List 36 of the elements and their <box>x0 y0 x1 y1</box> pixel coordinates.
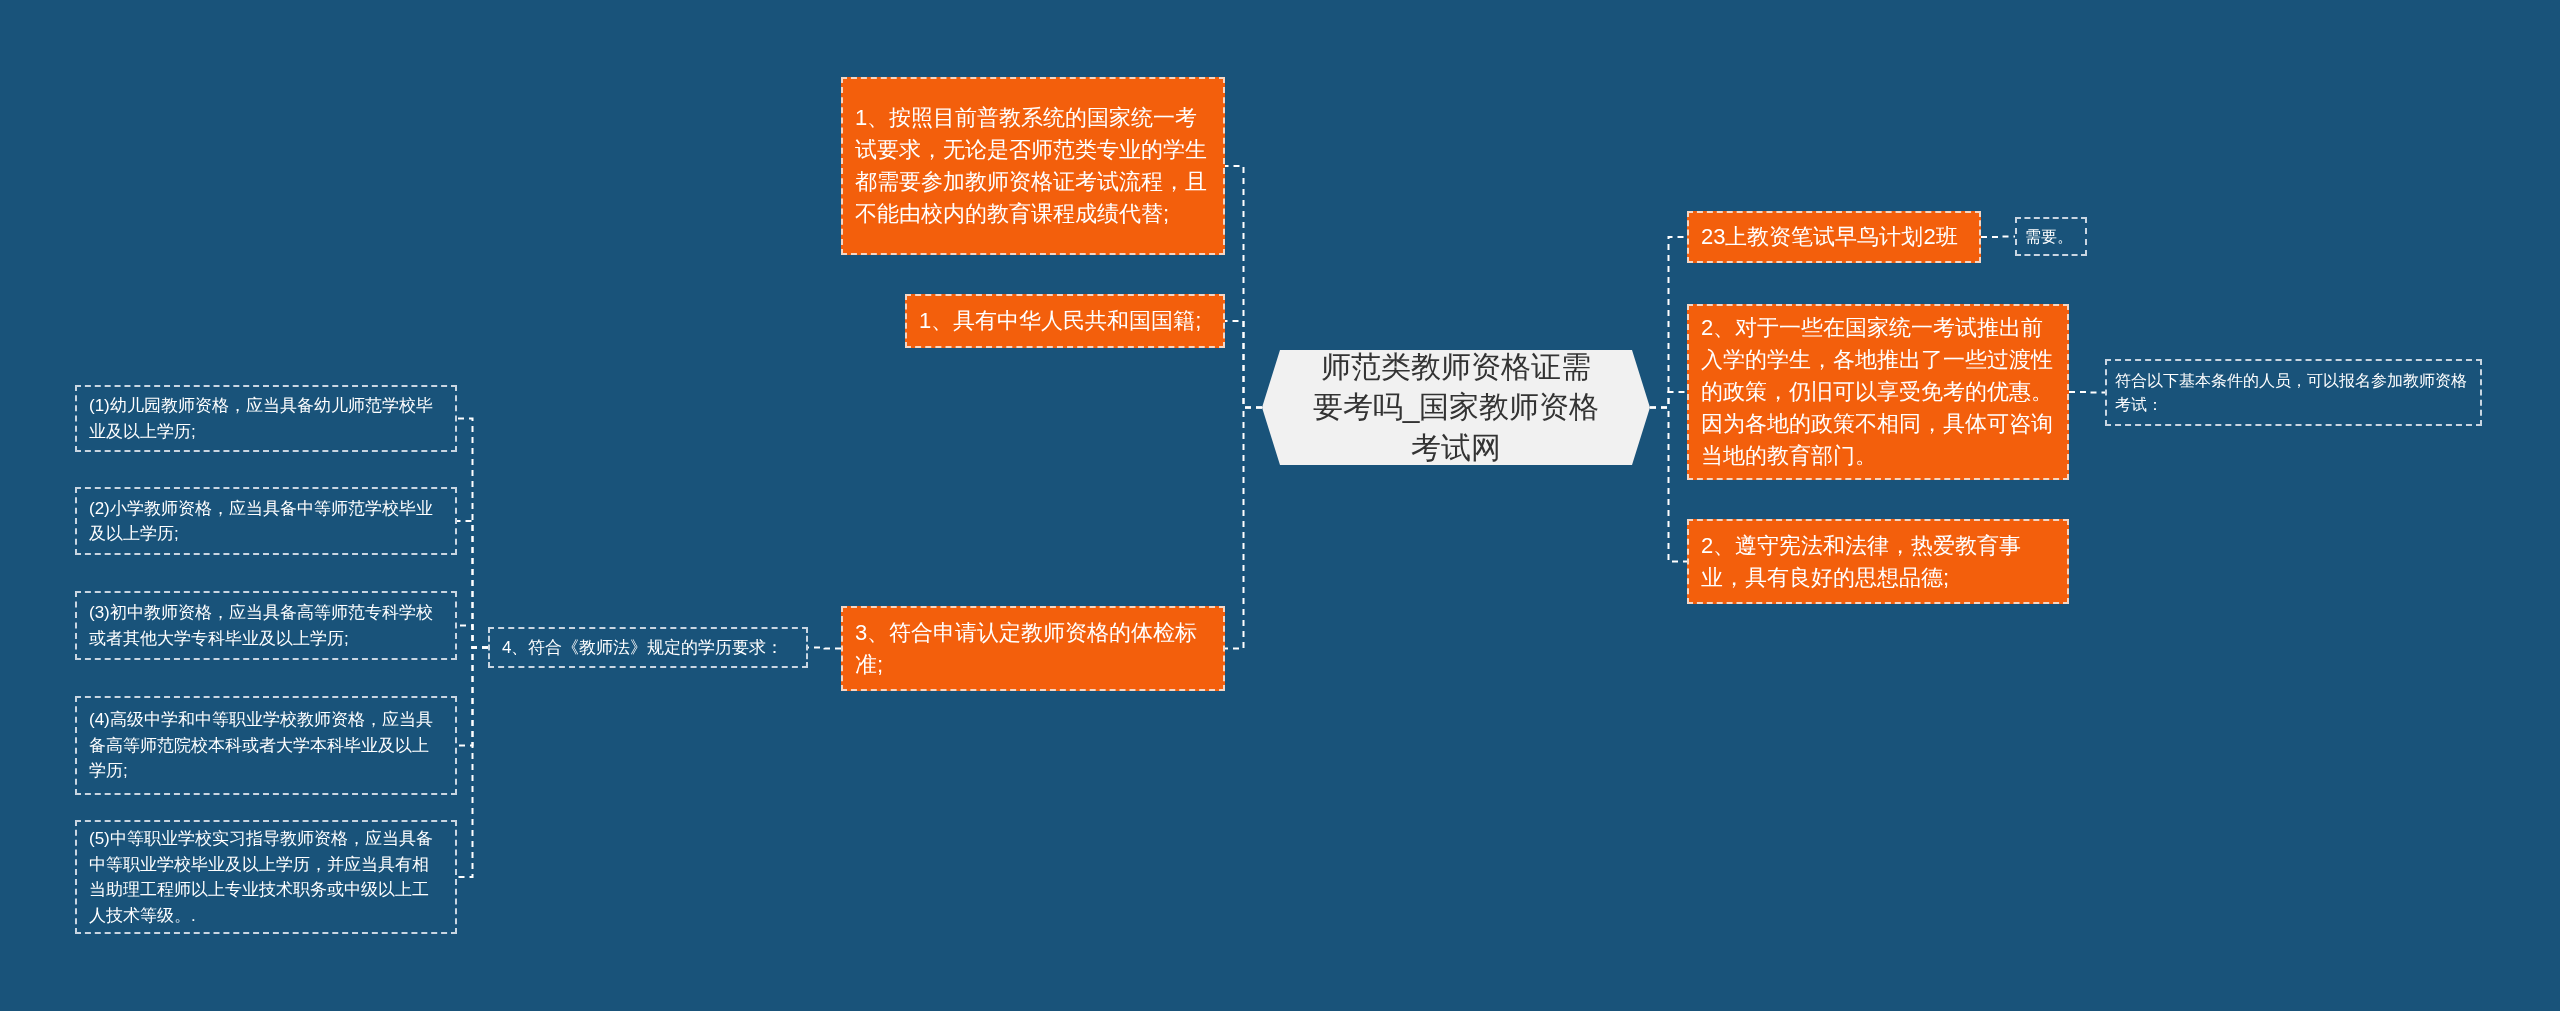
node-text: 23上教资笔试早鸟计划2班 <box>1701 223 1959 252</box>
node-text: 2、遵守宪法和法律，热爱教育事业，具有良好的思想品德; <box>1701 531 2023 592</box>
branch-box <box>841 606 1225 691</box>
node-text: 1、按照目前普教系统的国家统一考试要求，无论是否师范类专业的学生都需要参加教师资格证考试流程，且不能由校内的教育课程成绩代替; <box>855 104 1208 228</box>
node-text: 符合以下基本条件的人员，可以报名参加教师资格考试： <box>2115 371 2468 415</box>
leaf-box <box>75 820 457 934</box>
leaf-box <box>75 591 457 660</box>
branch-box <box>1687 304 2069 480</box>
connector-line <box>807 646 842 650</box>
node-text: (5)中等职业学校实习指导教师资格，应当具备中等职业学校毕业及以上学历，并应当具有相当助理工程师以上专业技术职务或中级以上工人技术等级。. <box>89 828 434 927</box>
node-text: 3、符合申请认定教师资格的体检标准; <box>855 618 1199 679</box>
leaf-box <box>2015 217 2087 256</box>
leaf-box <box>488 627 808 668</box>
branch-box <box>905 294 1225 348</box>
branch-box <box>841 77 1225 255</box>
node-text: (1)幼儿园教师资格，应当具备幼儿师范学校毕业及以上学历; <box>89 395 434 443</box>
node-text: 师范类教师资格证需要考吗_国家教师资格考试网 <box>1311 348 1601 466</box>
connector-line <box>456 646 489 878</box>
node-text: (4)高级中学和中等职业学校教师资格，应当具备高等师范院校本科或者大学本科毕业及以上学历; <box>89 709 434 783</box>
branch-box <box>1687 519 2069 604</box>
topic-box <box>1262 350 1650 465</box>
leaf-box <box>75 696 457 795</box>
branch-box <box>1687 211 1981 263</box>
node-text: 2、对于一些在国家统一考试推出前入学的学生，各地推出了一些过渡性的政策，仍旧可以享受免考的优惠。因为各地的政策不相同，具体可咨询当地的教育部门。 <box>1701 314 2054 470</box>
node-text: 4、符合《教师法》规定的学历要求： <box>502 636 785 659</box>
connector-line <box>2068 391 2106 394</box>
node-text: (3)初中教师资格，应当具备高等师范专科学校或者其他大学专科毕业及以上学历; <box>89 602 434 650</box>
leaf-box <box>75 385 457 452</box>
connector-line <box>1980 235 2016 238</box>
leaf-box <box>75 487 457 555</box>
node-text: 1、具有中华人民共和国国籍; <box>919 307 1203 336</box>
leaf-box <box>2105 359 2482 426</box>
node-text: (2)小学教师资格，应当具备中等师范学校毕业及以上学历; <box>89 497 434 545</box>
connector-line <box>1224 406 1263 650</box>
node-text: 需要。 <box>2025 226 2074 247</box>
connector-line <box>1649 406 1688 563</box>
